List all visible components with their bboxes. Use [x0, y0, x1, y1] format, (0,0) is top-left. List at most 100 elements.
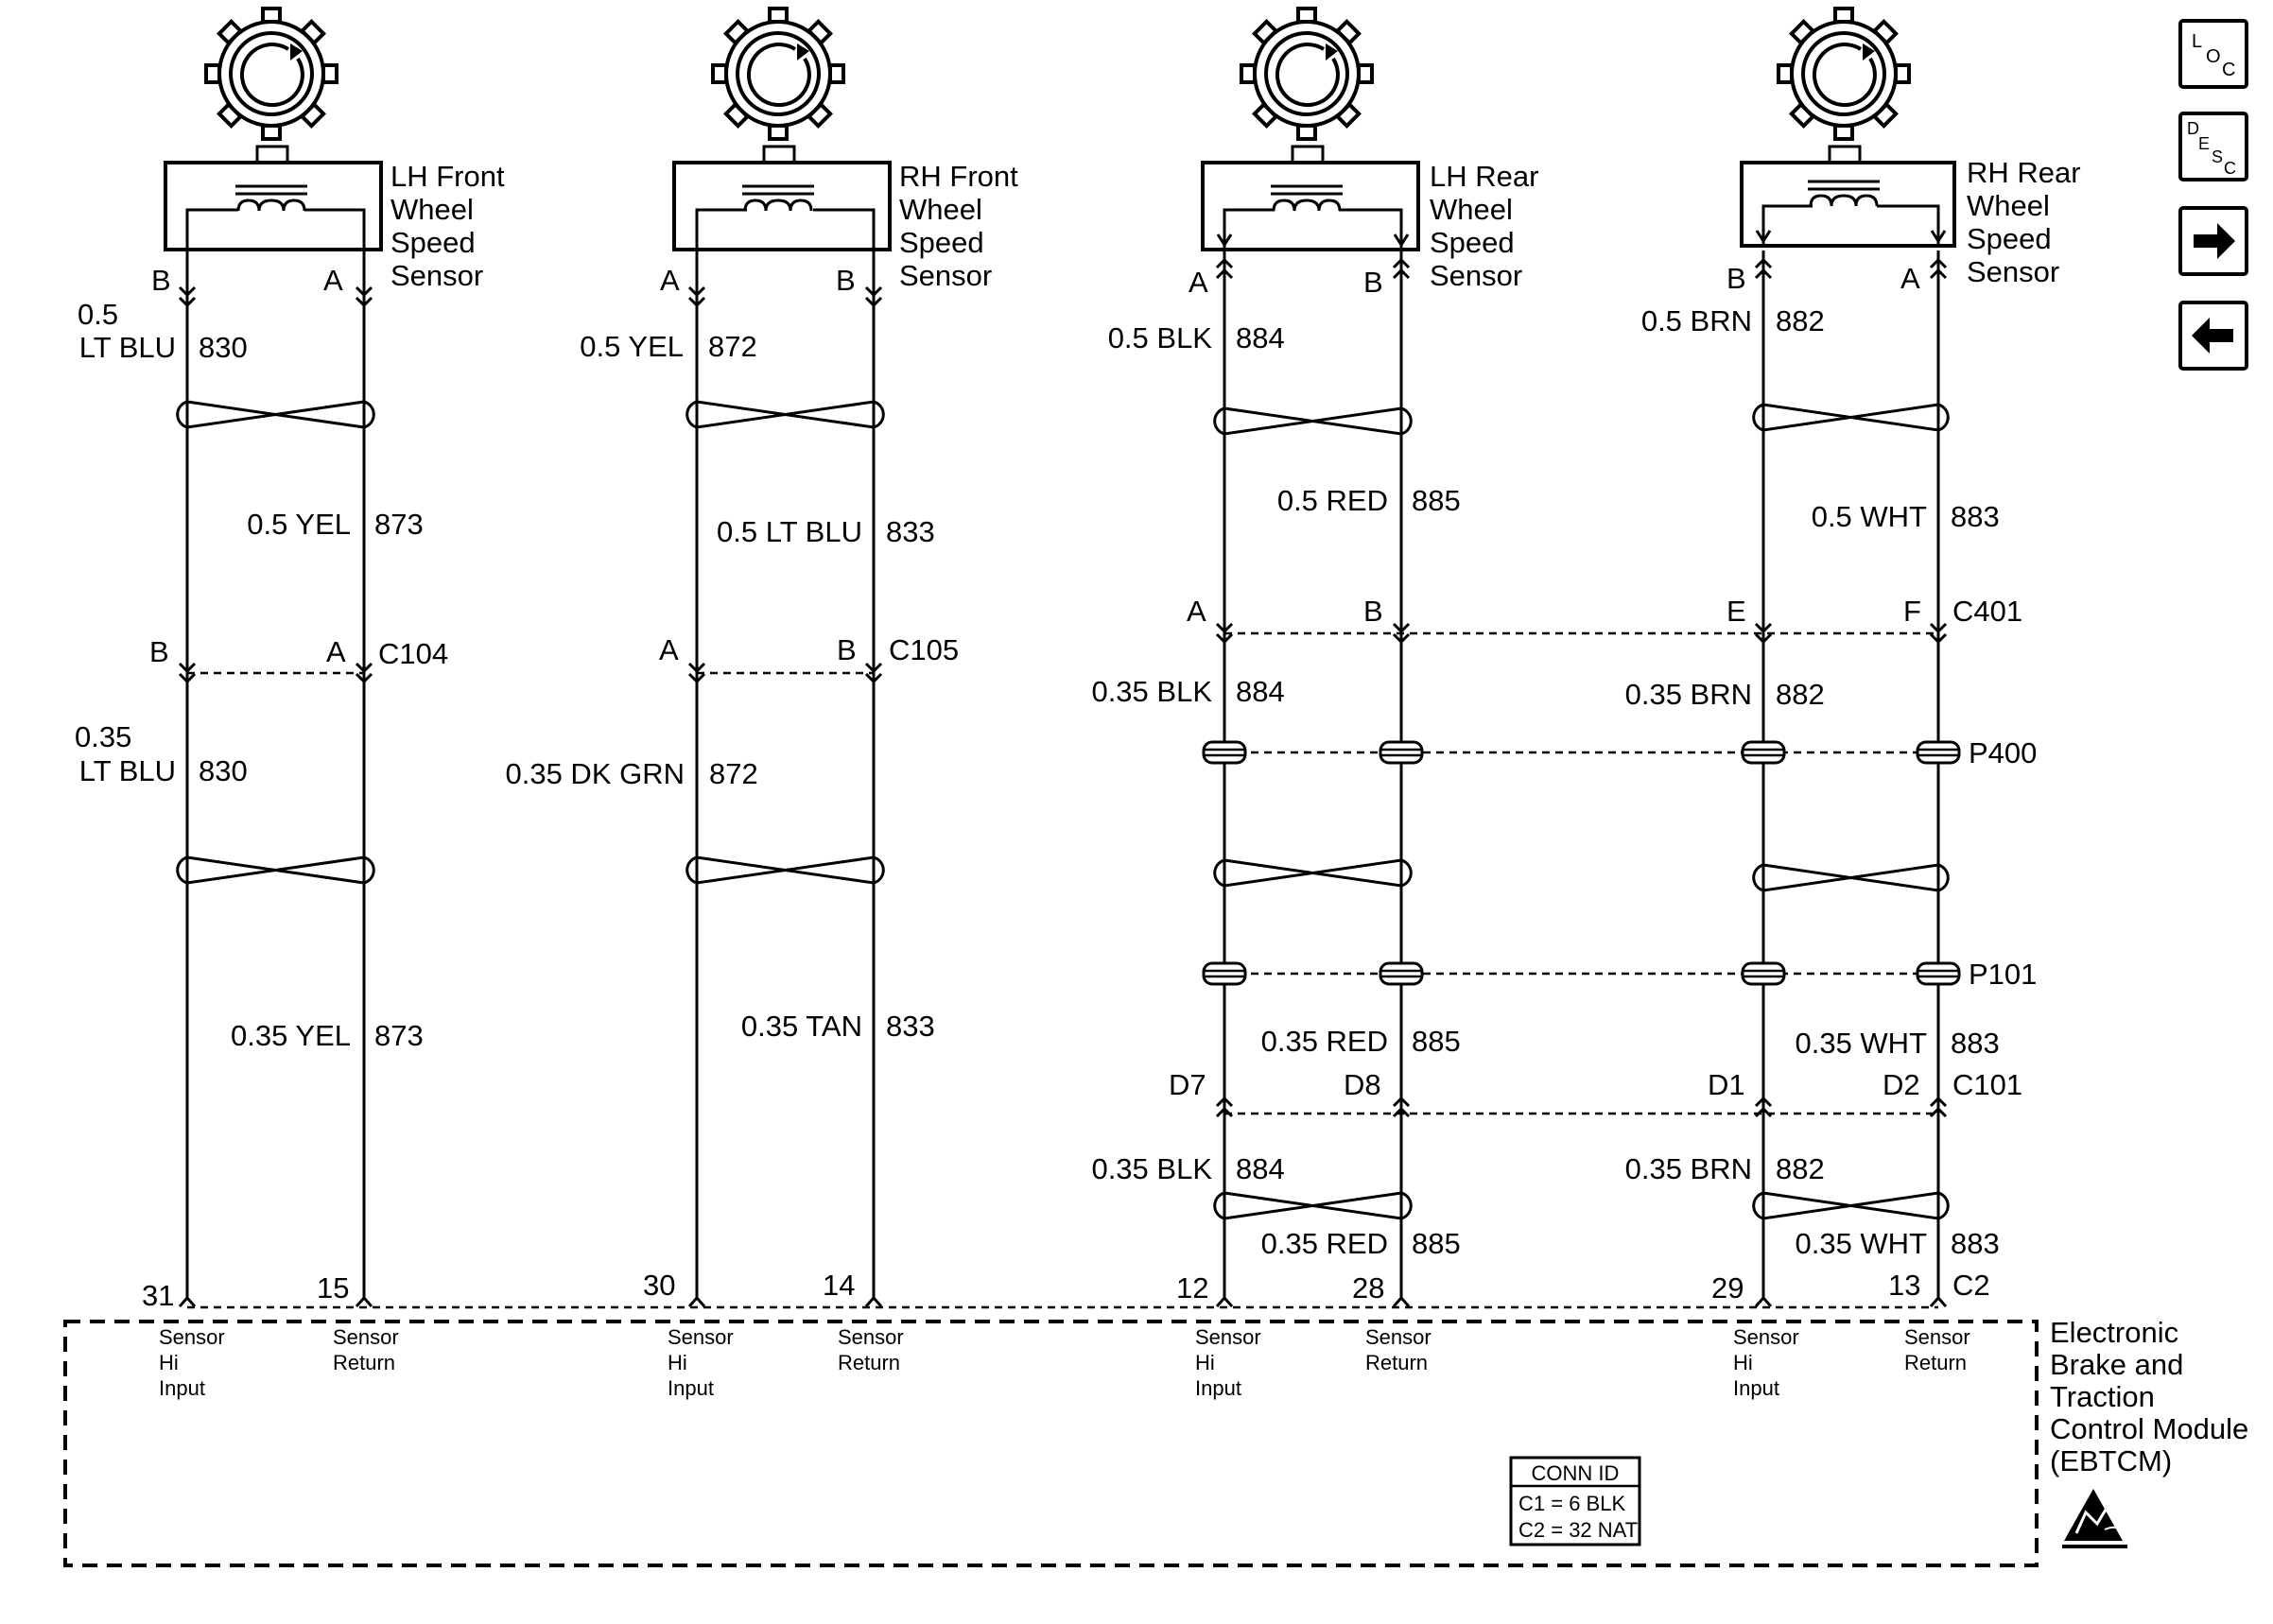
sensor-name-line: Speed	[1967, 222, 2052, 255]
wire-gauge-label: 0.5	[78, 298, 118, 331]
wire-gauge-color-label: 0.5 RED	[1277, 484, 1388, 517]
pin-label: A	[660, 264, 680, 297]
pin-label: A	[1189, 266, 1208, 299]
pin-label: A	[323, 264, 343, 297]
splice-id: P101	[1969, 958, 2037, 991]
loc-button[interactable]: L O C	[2178, 19, 2248, 89]
input-label-line: Input	[1733, 1376, 1779, 1400]
conn-id-row: C1 = 6 BLK	[1518, 1492, 1625, 1515]
input-label-line: Sensor	[838, 1325, 904, 1349]
pin-label: B	[836, 264, 856, 297]
loc-letter: L	[2192, 31, 2202, 52]
circuit-number: 833	[886, 1010, 935, 1043]
circuit-number: 873	[374, 508, 424, 541]
connector-id: C401	[1952, 595, 2022, 628]
wire-labels: 0.5 LT BLU 830 0.5 YEL 873 0.35 LT BLU 8…	[75, 298, 2000, 1260]
loc-letter: O	[2206, 46, 2221, 67]
connector-id: C104	[378, 637, 448, 670]
twist-lr-upper	[1213, 406, 1413, 436]
sensor-name-line: Wheel	[390, 193, 474, 226]
circuit-number: 885	[1412, 1227, 1461, 1260]
rh-front-tone-wheel-icon	[711, 7, 845, 141]
circuit-number: 882	[1776, 678, 1825, 711]
connector-id: C105	[889, 633, 959, 666]
pin-number: 15	[317, 1271, 349, 1304]
connector-c2: 31 15 30 14 12 28 29 13 C2	[142, 1269, 1990, 1312]
sensor-name-line: Wheel	[1967, 189, 2050, 222]
pin-number: 30	[643, 1269, 675, 1302]
previous-page-button[interactable]	[2178, 301, 2248, 371]
sensor-name-line: RH Front	[899, 160, 1018, 193]
pin-label: A	[1900, 262, 1920, 295]
wire-gauge-color-label: 0.5 BLK	[1108, 321, 1213, 354]
input-label-line: Return	[1365, 1351, 1428, 1374]
lh-front-sensor: LH Front Wheel Speed Sensor	[164, 7, 505, 292]
circuit-number: 830	[199, 331, 248, 364]
connector-id: C2	[1952, 1269, 1990, 1302]
twist-rf-upper	[685, 400, 885, 429]
pin-label: B	[149, 635, 169, 668]
splice-id: P400	[1969, 736, 2037, 769]
wire-gauge-color-label: 0.35 WHT	[1795, 1227, 1927, 1260]
input-label-line: Hi	[668, 1351, 687, 1374]
input-label-line: Input	[668, 1376, 714, 1400]
conn-id-title: CONN ID	[1532, 1461, 1620, 1485]
sensor-name-line: RH Rear	[1967, 156, 2081, 189]
input-label-line: Hi	[1195, 1351, 1215, 1374]
conn-id-table: CONN ID C1 = 6 BLK C2 = 32 NAT	[1509, 1456, 1641, 1546]
desc-button[interactable]: D E S C	[2178, 112, 2248, 181]
twist-lr-mid	[1213, 858, 1413, 888]
sensor-name-line: Speed	[899, 226, 984, 259]
connector-c105: A B C105	[659, 633, 959, 683]
sensor-name-line: LH Front	[390, 160, 505, 193]
sensor-name-line: Speed	[390, 226, 476, 259]
lh-rear-tone-wheel-icon	[1240, 7, 1374, 141]
circuit-number: 883	[1951, 1027, 2000, 1060]
twist-lf-lower	[176, 855, 375, 885]
pin-label: B	[1363, 266, 1383, 299]
twist-rf-lower	[685, 855, 885, 885]
arrow-left-icon	[2192, 318, 2233, 354]
module-name-line: Control Module	[2050, 1412, 2248, 1445]
circuit-number: 830	[199, 754, 248, 787]
pin-number: 14	[823, 1269, 855, 1302]
pin-label: F	[1903, 595, 1921, 628]
esd-sensitive-icon	[2062, 1489, 2127, 1548]
input-label-line: Sensor	[1365, 1325, 1431, 1349]
circuit-number: 872	[709, 757, 758, 790]
sensor-name-line: Sensor	[390, 259, 483, 292]
pin-label: B	[151, 264, 171, 297]
input-label-line: Return	[838, 1351, 900, 1374]
rh-rear-sensor: RH Rear Wheel Speed Sensor	[1740, 7, 2081, 288]
pin-label: D1	[1708, 1068, 1745, 1101]
ebtcm-module: Sensor Hi Input Sensor Return Sensor Hi …	[63, 1316, 2248, 1567]
input-label-line: Sensor	[159, 1325, 225, 1349]
circuit-number: 882	[1776, 304, 1825, 337]
circuit-number: 885	[1412, 484, 1461, 517]
sensor-name-line: Wheel	[899, 193, 982, 226]
pin-label: B	[837, 633, 857, 666]
pin-label: A	[1187, 595, 1206, 628]
circuit-number: 884	[1236, 1152, 1285, 1185]
sensor-name-line: Speed	[1430, 226, 1515, 259]
splice-p101: P101	[1202, 958, 2037, 991]
next-page-button[interactable]	[2178, 206, 2248, 276]
sensor-name-line: Wheel	[1430, 193, 1513, 226]
pin-number: 28	[1352, 1271, 1384, 1304]
input-label-line: Input	[159, 1376, 205, 1400]
wire-gauge-color-label: 0.5 YEL	[580, 330, 684, 363]
circuit-number: 885	[1412, 1025, 1461, 1058]
lh-rear-sensor: LH Rear Wheel Speed Sensor	[1201, 7, 1538, 292]
pin-label: E	[1726, 595, 1746, 628]
module-name-line: Traction	[2050, 1380, 2155, 1413]
wire-gauge-color-label: 0.35 BRN	[1625, 1152, 1752, 1185]
splice-p400: P400	[1202, 736, 2037, 769]
twist-rr-lower	[1752, 1191, 1950, 1220]
pin-number: 12	[1176, 1271, 1208, 1304]
twisted-pair-symbols	[176, 400, 1950, 1220]
circuit-number: 883	[1951, 1227, 2000, 1260]
circuit-number: 872	[708, 330, 757, 363]
rh-front-sensor: RH Front Wheel Speed Sensor	[672, 7, 1018, 292]
sensor-name-line: Sensor	[1430, 259, 1522, 292]
